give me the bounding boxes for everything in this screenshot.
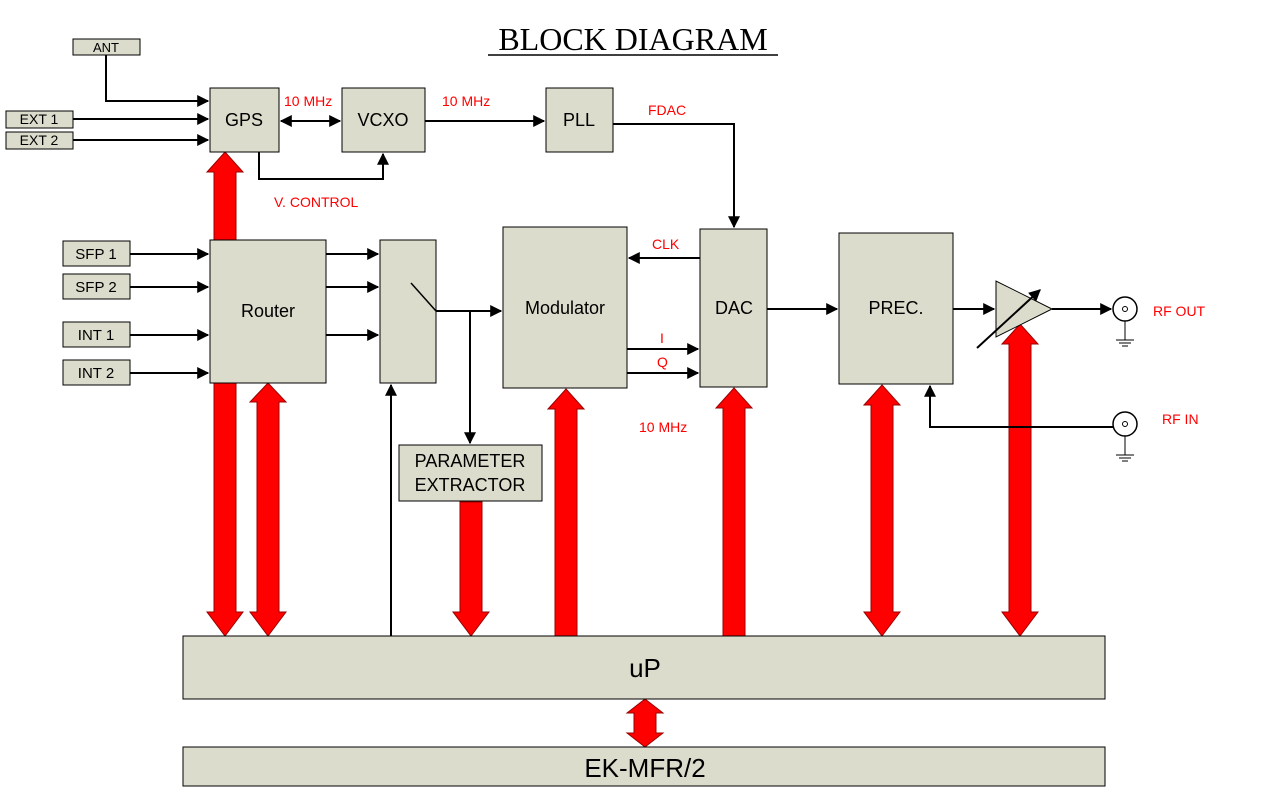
parameter-extractor-line2: EXTRACTOR [415,475,526,495]
amplifier-triangle [995,280,1054,338]
vcxo-label: VCXO [357,110,408,130]
bus-arrow-prec-up [862,384,902,637]
int2-label: INT 2 [78,365,114,382]
dac-block [699,228,768,388]
ekmfr-label: EK-MFR/2 [584,753,705,783]
router-block [209,239,327,384]
up-block [182,635,1106,700]
amplifier-variable-arrow [976,289,1041,349]
gps-vcxo-freq-label: 10 MHz [284,93,332,109]
vcontrol-label: V. CONTROL [274,194,358,210]
ten-mhz-label: 10 MHz [639,419,687,435]
rfin-prec-line [924,384,1113,428]
bus-arrow-param-up [452,501,490,637]
pll-label: PLL [563,110,595,130]
sfp1-box [62,240,131,267]
rf-out-label: RF OUT [1153,303,1206,319]
int1-label: INT 1 [78,327,114,344]
dac-label: DAC [715,298,753,318]
sfp2-box [62,273,131,300]
sfp1-label: SFP 1 [75,246,116,263]
prec-label: PREC. [868,298,923,318]
prec-block [838,232,954,385]
diagram-title: BLOCK DIAGRAM [498,21,767,57]
bus-arrow-router-up [248,382,288,637]
modulator-block [502,226,628,389]
gps-block [209,87,280,153]
switch-symbol [410,282,437,312]
bus-arrow-up-ekmfr [625,698,665,748]
bus-arrow-amp-up [1000,323,1040,637]
router-label: Router [241,301,295,321]
rf-out-connector [1112,296,1138,347]
switch-block [379,239,437,384]
sfp2-label: SFP 2 [75,279,116,296]
pll-block [545,87,614,153]
clk-label: CLK [652,236,680,252]
parameter-extractor-block [398,444,543,502]
rf-in-connector [1112,411,1138,462]
ext2-label: EXT 2 [20,132,59,148]
ekmfr-block [182,746,1106,787]
fdac-line [613,123,740,229]
int2-box [62,359,131,386]
bus-arrow-up-dac [714,387,754,637]
gps-label: GPS [225,110,263,130]
i-label: I [660,330,664,346]
ext1-label: EXT 1 [20,111,59,127]
int1-box [62,321,131,348]
rf-in-label: RF IN [1162,411,1199,427]
ant-label: ANT [93,40,119,55]
q-label: Q [657,354,668,370]
vcxo-block [341,87,426,153]
bus-arrow-gps-up [205,151,245,637]
vcontrol-line [258,152,389,180]
vcxo-pll-freq-label: 10 MHz [442,93,490,109]
modulator-label: Modulator [525,298,605,318]
ant-to-gps-line [105,55,210,107]
up-label: uP [629,653,661,683]
bus-arrow-up-modulator [546,388,586,637]
parameter-extractor-line1: PARAMETER [415,451,526,471]
fdac-label: FDAC [648,102,686,118]
